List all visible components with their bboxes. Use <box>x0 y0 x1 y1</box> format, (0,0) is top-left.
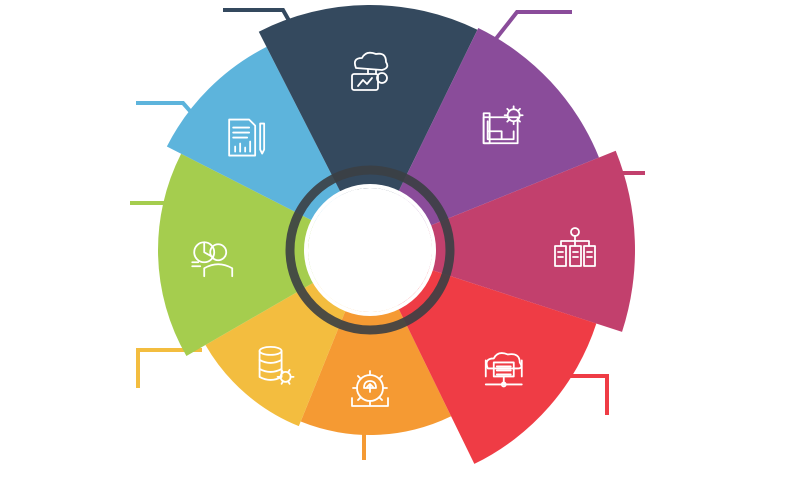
report-document-icon <box>228 118 266 157</box>
center-hub: 1 2 3 4 5 6 7 8 <box>285 165 455 335</box>
segment-number-4: 4 <box>332 208 339 223</box>
blueprint-gear-icon <box>482 105 524 145</box>
segment-6 <box>397 27 600 227</box>
center-circle <box>336 216 404 284</box>
database-gear-icon <box>258 346 295 385</box>
segment-5 <box>258 5 478 195</box>
segment-1 <box>300 305 452 435</box>
segment-number-2: 2 <box>334 279 341 294</box>
segment-number-7: 7 <box>415 241 422 256</box>
segment-3 <box>157 153 317 356</box>
connector-line-6 <box>493 10 572 42</box>
segment-number-6: 6 <box>402 209 409 224</box>
segment-icons <box>191 51 596 407</box>
segment-7 <box>427 150 635 332</box>
outer-dark-ring <box>285 165 455 335</box>
cloud-server-icon <box>484 352 523 388</box>
cloud-computing-icon <box>351 51 389 91</box>
inner-white-ring <box>304 184 436 316</box>
segment-number-5: 5 <box>366 194 373 209</box>
segment-number-1: 1 <box>368 291 375 306</box>
server-network-icon <box>554 227 596 267</box>
sectors <box>157 5 635 464</box>
segment-number-8: 8 <box>403 275 410 290</box>
cloud-upload-gear-icon <box>351 370 389 407</box>
business-analyst-icon <box>191 241 234 278</box>
connector-line-2 <box>136 348 202 388</box>
segment-number-3: 3 <box>317 244 324 259</box>
